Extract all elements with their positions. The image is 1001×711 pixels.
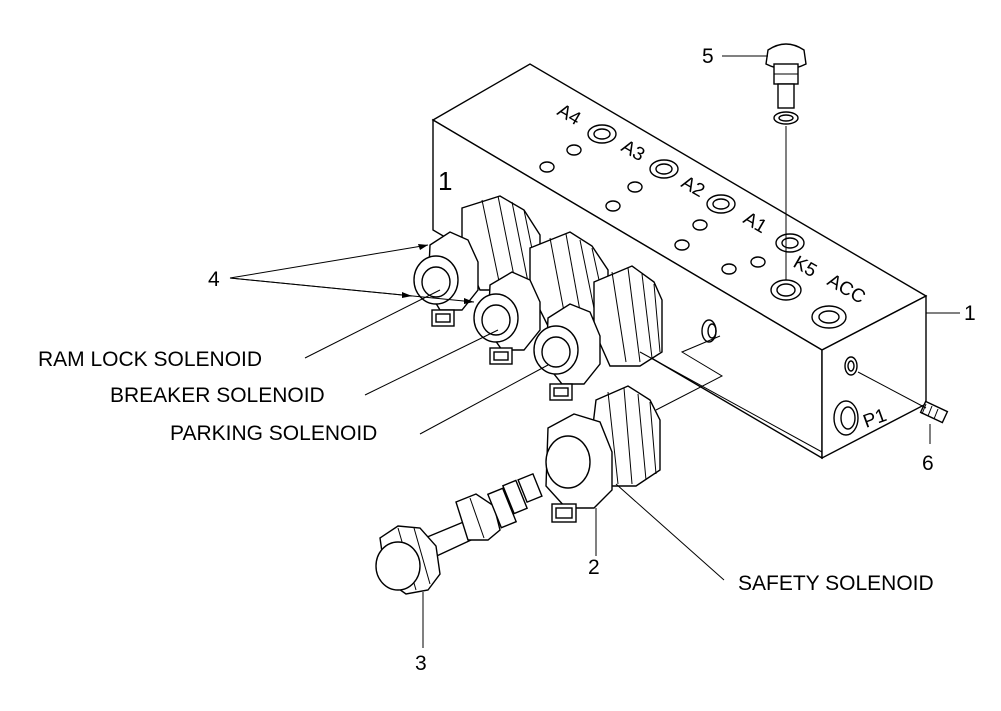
parking-solenoid xyxy=(533,265,663,401)
plug xyxy=(765,43,807,125)
label-ram-lock-solenoid: RAM LOCK SOLENOID xyxy=(38,348,262,371)
fitting xyxy=(919,400,949,424)
label-parking-solenoid: PARKING SOLENOID xyxy=(170,422,377,445)
component-labels: RAM LOCK SOLENOID BREAKER SOLENOID PARKI… xyxy=(38,348,934,595)
label-safety-solenoid: SAFETY SOLENOID xyxy=(738,572,934,595)
block-mark: 1 xyxy=(438,166,452,196)
top-ports xyxy=(539,124,847,329)
callout-5: 5 xyxy=(702,45,714,68)
ram-lock-solenoid xyxy=(413,195,541,327)
callout-1: 1 xyxy=(964,302,976,325)
safety-solenoid xyxy=(545,385,661,523)
breaker-solenoid xyxy=(473,231,609,365)
leader-lines xyxy=(229,55,960,648)
callout-6: 6 xyxy=(922,452,934,475)
callout-2: 2 xyxy=(588,556,600,579)
valve-cartridge xyxy=(375,472,543,595)
label-breaker-solenoid: BREAKER SOLENOID xyxy=(110,384,325,407)
callout-4: 4 xyxy=(208,268,220,291)
callouts: 1 2 3 4 5 6 xyxy=(208,45,976,675)
callout-3: 3 xyxy=(415,652,427,675)
